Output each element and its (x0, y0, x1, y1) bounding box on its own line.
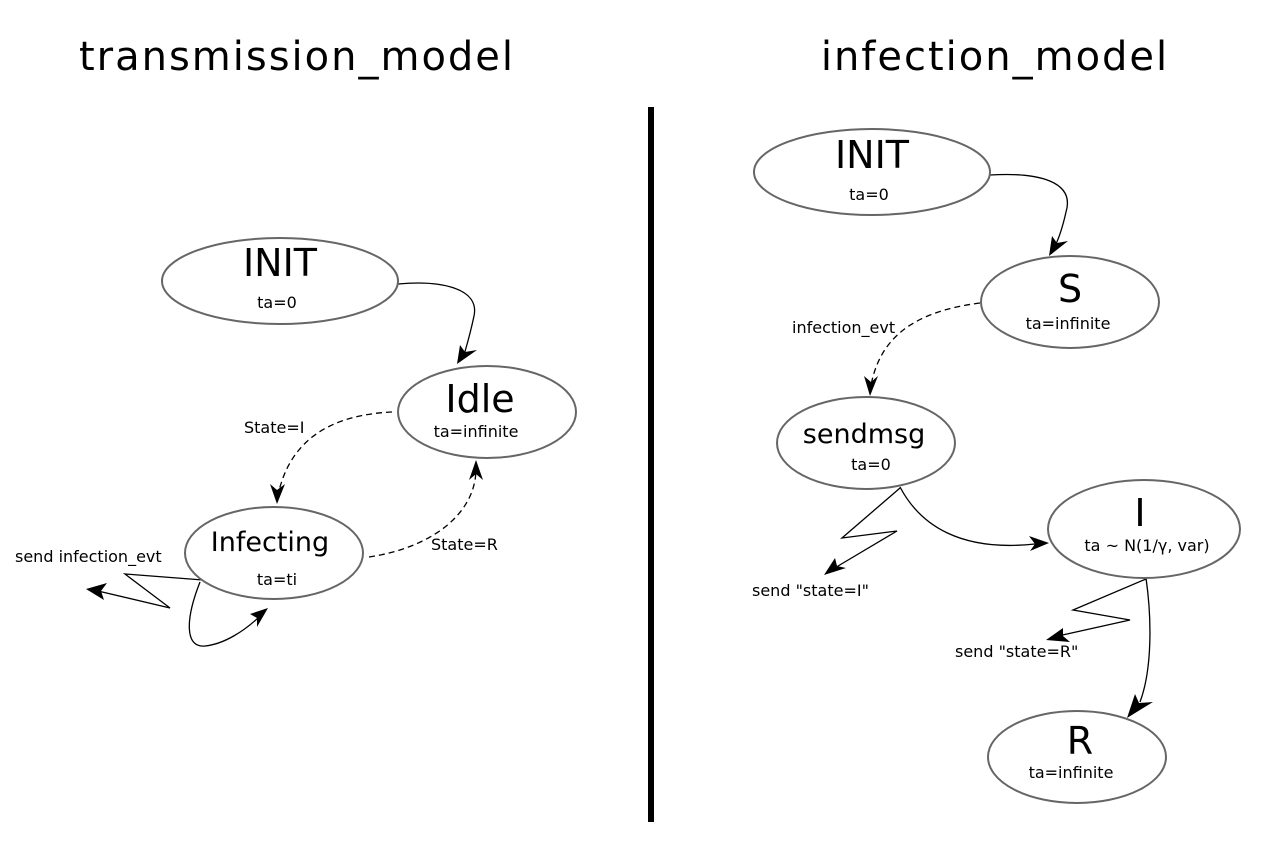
state-im-r-name: R (1067, 719, 1093, 763)
state-tm-infecting: Infecting ta=ti (184, 506, 364, 600)
edge-im-init-to-s (989, 173, 1069, 247)
state-im-s-name: S (1058, 267, 1082, 311)
arrowhead-tm-init-idle (457, 345, 477, 364)
state-tm-init-ta: ta=0 (257, 293, 297, 312)
arrowhead-tm-send-infection-evt (86, 583, 107, 600)
label-tm-send-infection-evt: send infection_evt (15, 547, 162, 567)
zigzag-tm-send-infection-evt (97, 573, 204, 609)
state-im-sendmsg: sendmsg ta=0 (776, 396, 956, 490)
state-tm-idle-ta: ta=infinite (434, 422, 519, 441)
arrowhead-im-init-s (1049, 236, 1068, 256)
edge-im-i-to-r (1139, 577, 1151, 703)
arrowhead-tm-idle-infecting (270, 484, 285, 504)
arrowhead-im-sendmsg-i (1029, 536, 1049, 551)
state-tm-idle: Idle ta=infinite (397, 365, 577, 459)
edge-im-sendmsg-to-i (899, 486, 1036, 546)
state-im-init-name: INIT (835, 133, 910, 177)
state-im-sendmsg-ta: ta=0 (851, 455, 891, 474)
label-im-send-state-i: send "state=I" (752, 581, 869, 600)
state-im-r: R ta=infinite (987, 710, 1167, 804)
state-im-i-ta: ta ~ N(1/γ, var) (1084, 536, 1209, 555)
state-tm-init-name: INIT (243, 241, 318, 285)
edge-tm-init-to-idle (397, 282, 476, 356)
arrowhead-tm-infecting-idle (469, 460, 483, 480)
edge-tm-infecting-to-idle (368, 469, 477, 558)
arrowhead-im-i-r (1127, 694, 1153, 718)
transmission-model: INIT ta=0 Idle ta=infinite Infecting ta=… (15, 237, 577, 647)
edge-tm-infecting-self-loop (188, 581, 259, 647)
infection-model-title: infection_model (821, 34, 1169, 80)
state-im-s: S ta=infinite (980, 255, 1160, 349)
state-tm-idle-name: Idle (445, 377, 514, 421)
zigzag-im-send-state-r (1057, 578, 1147, 637)
state-im-i: I ta ~ N(1/γ, var) (1047, 479, 1241, 579)
arrowhead-im-send-state-i (824, 558, 846, 575)
state-im-init: INIT ta=0 (753, 128, 991, 216)
label-tm-state-r: State=R (431, 535, 498, 554)
zigzag-im-send-state-i (832, 487, 901, 570)
state-im-init-ta: ta=0 (849, 185, 889, 204)
arrowhead-tm-self-loop (250, 608, 268, 627)
edge-im-s-to-sendmsg (870, 302, 981, 386)
state-tm-infecting-name: Infecting (211, 527, 329, 558)
state-tm-infecting-ta: ta=ti (257, 570, 297, 589)
transmission-model-title: transmission_model (79, 34, 515, 80)
arrowhead-im-send-state-r (1046, 628, 1070, 642)
state-im-i-name: I (1134, 491, 1145, 535)
state-im-r-ta: ta=infinite (1029, 763, 1114, 782)
infection-model: INIT ta=0 S ta=infinite sendmsg ta=0 I t… (752, 128, 1241, 804)
state-tm-init: INIT ta=0 (161, 237, 399, 325)
label-tm-state-i: State=I (244, 418, 304, 437)
state-im-sendmsg-name: sendmsg (803, 419, 925, 450)
state-im-s-ta: ta=infinite (1026, 314, 1111, 333)
arrowhead-im-s-sendmsg (864, 376, 878, 396)
edge-tm-idle-to-infecting (277, 411, 393, 496)
label-im-infection-evt: infection_evt (792, 318, 895, 338)
label-im-send-state-r: send "state=R" (955, 642, 1078, 661)
